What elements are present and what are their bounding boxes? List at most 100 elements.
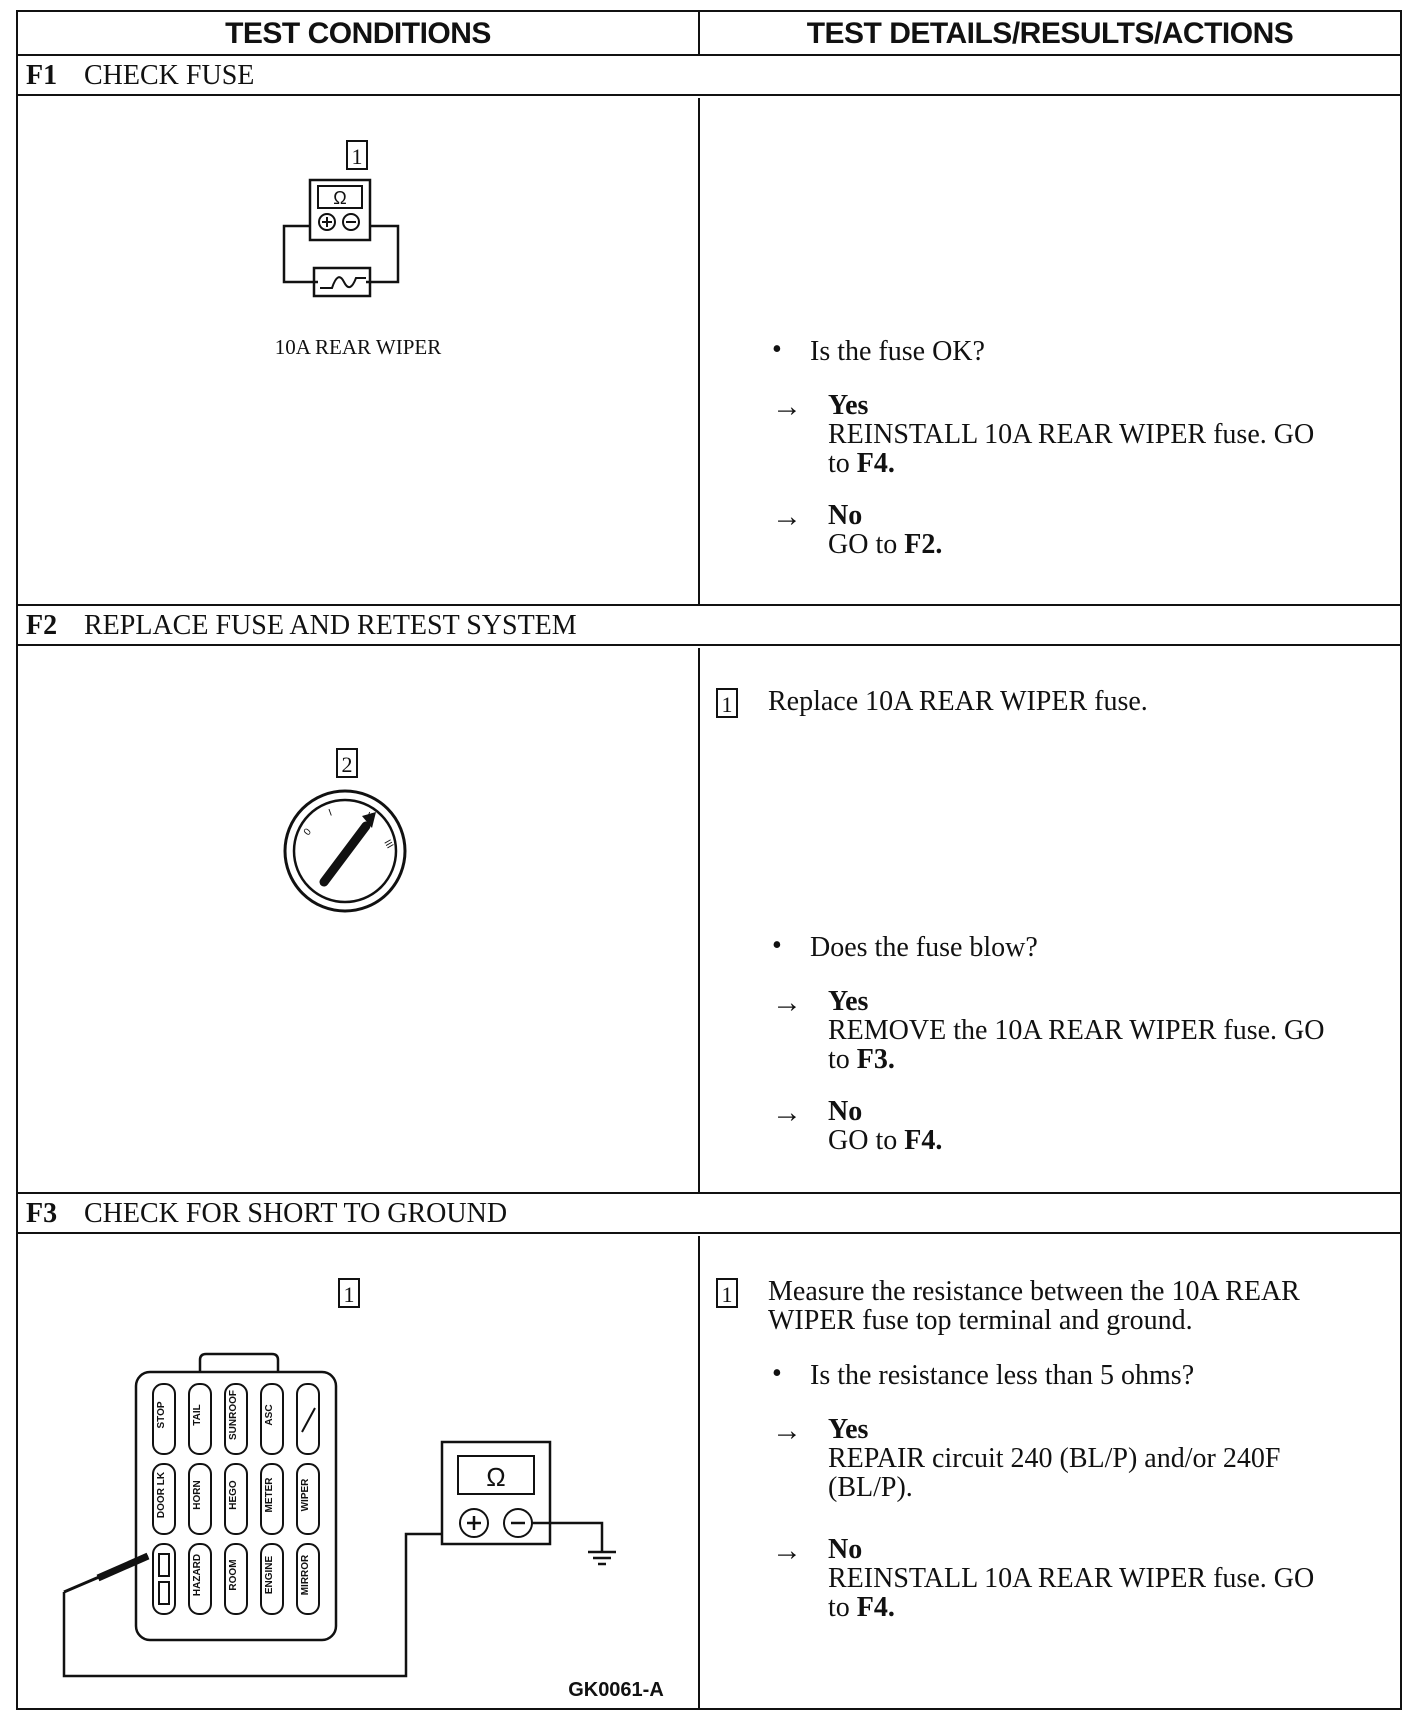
f3-step1-line1: Measure the resistance between the 10A R…: [768, 1276, 1300, 1307]
step-ref-box: 1: [716, 688, 738, 718]
table-header: TEST CONDITIONS TEST DETAILS/RESULTS/ACT…: [18, 12, 1400, 56]
step-number: F2: [26, 610, 58, 641]
f1-question: Is the fuse OK?: [810, 336, 985, 367]
goto-f3-link[interactable]: F3.: [856, 1044, 895, 1075]
fuse-slot: [260, 1543, 284, 1615]
fuse-slot: [152, 1543, 176, 1615]
yes-label: Yes: [828, 390, 869, 421]
fuse-slot: [224, 1543, 248, 1615]
f2-conditions: 2 0 I II III: [18, 648, 700, 1192]
fuse-slot-label: TAIL: [192, 1404, 203, 1425]
goto-f4-link[interactable]: F4.: [904, 1125, 943, 1156]
fuse-slot: [152, 1463, 176, 1535]
fuse-slot: [224, 1383, 248, 1455]
svg-text:I: I: [327, 808, 333, 819]
ground-icon: [588, 1550, 616, 1566]
fuse-slot-label: HORN: [192, 1480, 203, 1509]
ohm-symbol: Ω: [333, 188, 346, 208]
positive-terminal-icon: [318, 213, 336, 231]
goto-prefix: GO to: [828, 529, 898, 560]
step-f2-title: F2 REPLACE FUSE AND RETEST SYSTEM: [18, 606, 1400, 646]
ohm-symbol: Ω: [486, 1462, 505, 1492]
ignition-switch-icon: [283, 789, 407, 913]
fuse-slot: [296, 1543, 320, 1615]
no-action: REINSTALL 10A REAR WIPER fuse. GO: [828, 1563, 1315, 1594]
goto-prefix: to: [828, 1592, 850, 1623]
fuse-slot-label: MIRROR: [300, 1554, 311, 1595]
yes-label: Yes: [828, 986, 869, 1017]
f2-details: 1 Replace 10A REAR WIPER fuse. • Does th…: [700, 648, 1400, 1192]
step-title: CHECK FUSE: [84, 60, 255, 91]
fuse-slot-label: HEGO: [228, 1480, 239, 1510]
goto-prefix: to: [828, 448, 850, 479]
arrow-right-icon: →: [772, 1096, 802, 1129]
fuse-slot: [188, 1463, 212, 1535]
ohmmeter-icon: [440, 1440, 552, 1546]
step-f1-body: 1 Ω 10A REAR WIPER • Is the fuse OK? →: [18, 98, 1400, 606]
f1-details: • Is the fuse OK? → Yes REINSTALL 10A RE…: [700, 98, 1400, 604]
fuse-slot: [188, 1383, 212, 1455]
arrow-right-icon: →: [772, 500, 802, 533]
header-test-details: TEST DETAILS/RESULTS/ACTIONS: [806, 17, 1294, 50]
yes-goto-line: to F4.: [828, 448, 895, 479]
negative-terminal-icon: [342, 213, 360, 231]
yes-action-line2: (BL/P).: [828, 1472, 913, 1503]
fuse-slot-label: HAZARD: [192, 1554, 203, 1596]
yes-action: REMOVE the 10A REAR WIPER fuse. GO: [828, 1015, 1325, 1046]
goto-f2-link[interactable]: F2.: [904, 529, 943, 560]
fuse-slot-label: SUNROOF: [228, 1390, 239, 1440]
step-ref-box: 1: [346, 140, 368, 170]
step-number: F3: [26, 1198, 58, 1229]
fuse-slot-label: ASC: [264, 1404, 275, 1425]
arrow-right-icon: →: [772, 1534, 802, 1567]
empty-slot-mark: [301, 1407, 316, 1433]
goto-prefix: GO to: [828, 1125, 898, 1156]
arrow-right-icon: →: [772, 1414, 802, 1447]
bullet-icon: •: [772, 930, 782, 961]
meter-body: [308, 178, 372, 242]
fuse-slot-label: WIPER: [300, 1478, 311, 1512]
yes-action-line1: REPAIR circuit 240 (BL/P) and/or 240F: [828, 1443, 1281, 1474]
ohmmeter-fuse-diagram: Ω: [282, 178, 400, 298]
step-ref-box: 1: [716, 1278, 738, 1308]
fuse-slot-label: DOOR LK: [156, 1471, 167, 1518]
step-number: F1: [26, 60, 58, 91]
step-title: REPLACE FUSE AND RETEST SYSTEM: [84, 610, 577, 641]
svg-text:III: III: [381, 838, 395, 851]
bullet-icon: •: [772, 334, 782, 365]
yes-label: Yes: [828, 1414, 869, 1445]
no-goto-line: to F4.: [828, 1592, 895, 1623]
goto-f4-link[interactable]: F4.: [856, 1592, 895, 1623]
no-label: No: [828, 1534, 863, 1565]
no-action: GO to F2.: [828, 529, 942, 560]
fuse-slot-label: ROOM: [228, 1559, 239, 1590]
fuse-slot: [224, 1463, 248, 1535]
fuse-terminal: [158, 1581, 170, 1605]
goto-prefix: to: [828, 1044, 850, 1075]
f3-step1-line2: WIPER fuse top terminal and ground.: [768, 1305, 1193, 1336]
bullet-icon: •: [772, 1358, 782, 1389]
arrow-right-icon: →: [772, 986, 802, 1019]
positive-terminal-icon: [459, 1508, 489, 1538]
key-pointer: [319, 821, 371, 887]
yes-action: REINSTALL 10A REAR WIPER fuse. GO: [828, 419, 1315, 450]
step-ref-box: 1: [338, 1278, 360, 1308]
no-label: No: [828, 1096, 863, 1127]
fuse-slot: [260, 1463, 284, 1535]
f3-details: 1 Measure the resistance between the 10A…: [700, 1236, 1400, 1708]
fuse-box-icon: [134, 1370, 338, 1642]
probe-icon: [96, 1552, 150, 1582]
step-f2-body: 2 0 I II III 1 Replace 10A REAR WIPER fu…: [18, 648, 1400, 1194]
fuse-slot: [152, 1383, 176, 1455]
yes-goto-line: to F3.: [828, 1044, 895, 1075]
f2-step1-text: Replace 10A REAR WIPER fuse.: [768, 686, 1148, 717]
fuse-slot-label: STOP: [156, 1401, 167, 1428]
fuse-label: 10A REAR WIPER: [274, 335, 442, 359]
fuse-slot: [296, 1383, 320, 1455]
step-f1-title: F1 CHECK FUSE: [18, 56, 1400, 96]
fuse-slot-label: ENGINE: [264, 1556, 275, 1595]
goto-f4-link[interactable]: F4.: [856, 448, 895, 479]
